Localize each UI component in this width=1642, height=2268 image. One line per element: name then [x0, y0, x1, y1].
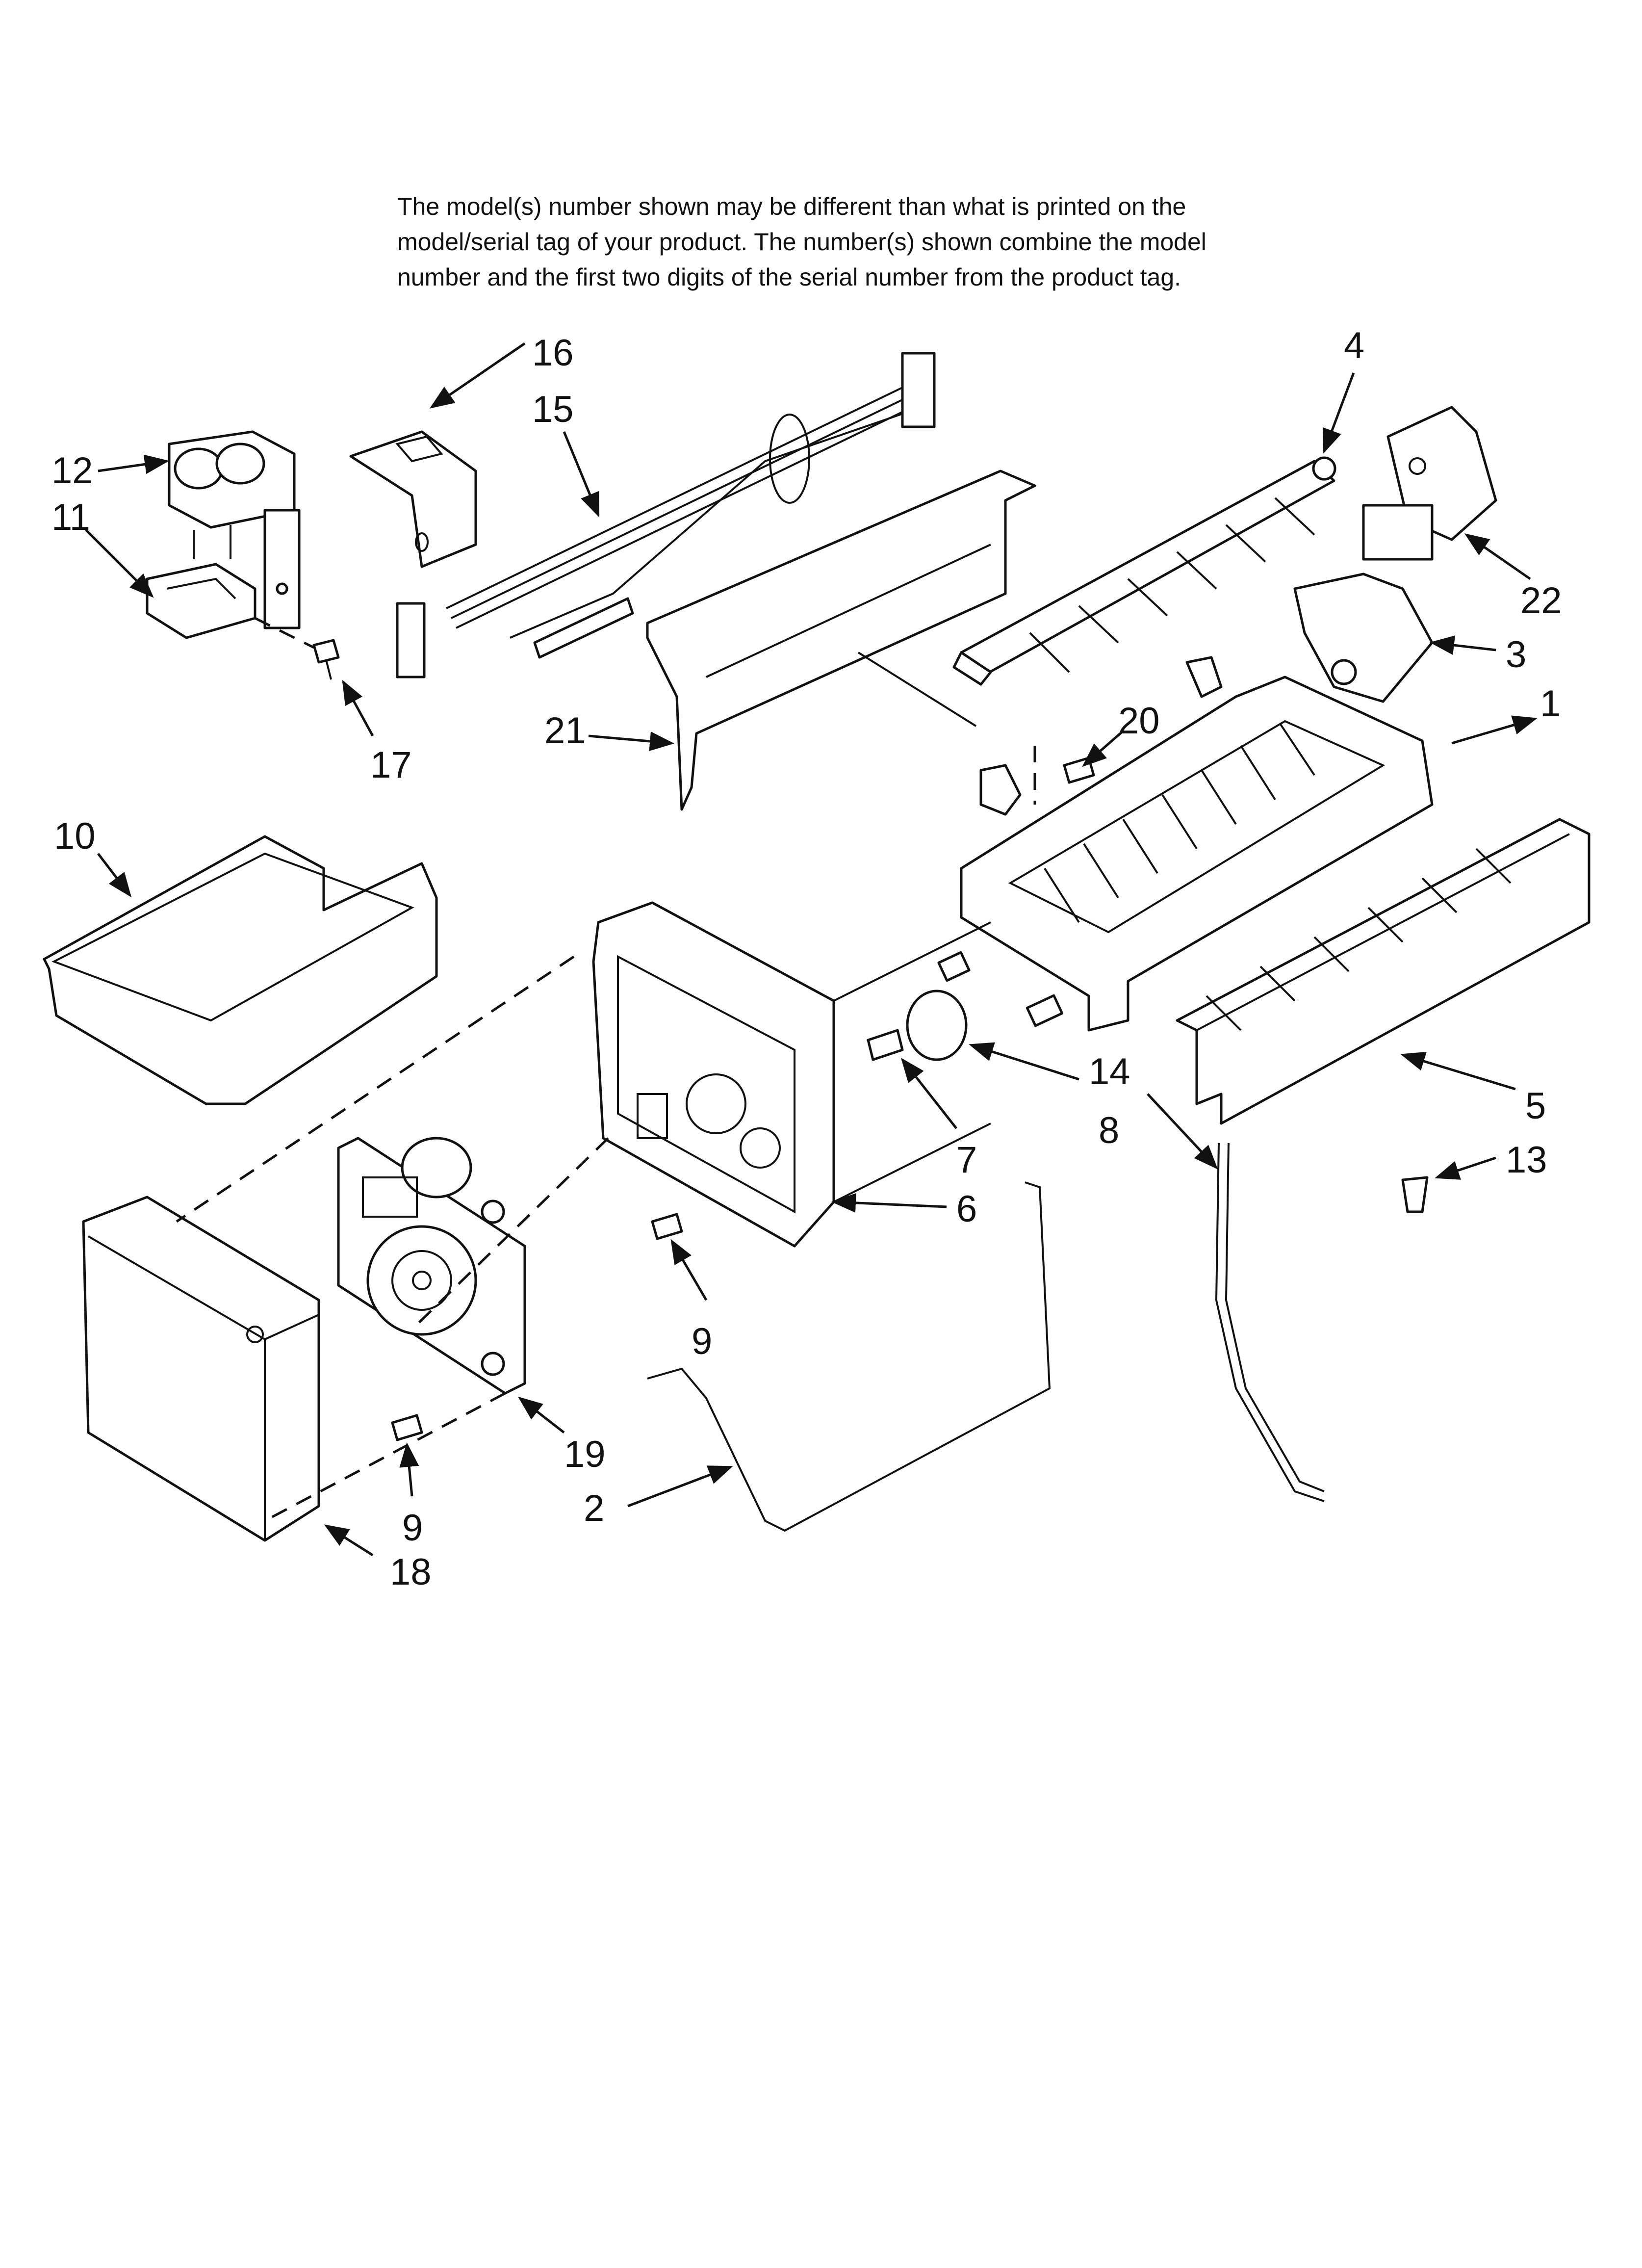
alignment-line-cover: [264, 1392, 506, 1522]
callout-8: 8: [1099, 1110, 1119, 1151]
notice-line-3: number and the first two digits of the s…: [397, 263, 1181, 291]
part-motor-plate: [337, 1137, 526, 1395]
callout-12: 12: [51, 450, 93, 492]
leader-1: [1451, 715, 1538, 745]
leader-19: [518, 1396, 565, 1434]
leader-21: [588, 731, 674, 751]
notice-line-2: model/serial tag of your product. The nu…: [397, 228, 1206, 256]
leader-8: [969, 1042, 1079, 1081]
part-cover-shield: [646, 469, 1036, 811]
part-screw-17: [254, 617, 340, 680]
alignment-line-bin: [176, 955, 575, 1223]
part-valve-bracket: [146, 563, 257, 639]
leader-9-upper: [670, 1239, 708, 1301]
part-wire-cover: [349, 430, 477, 568]
part-ice-bin: [43, 835, 438, 1105]
callout-17: 17: [370, 744, 412, 786]
part-module-housing: [592, 901, 991, 1248]
leader-3: [1430, 635, 1496, 655]
leader-5: [1400, 1051, 1516, 1091]
callout-6: 6: [956, 1188, 977, 1230]
part-shutoff-arm: [647, 1181, 1051, 1532]
part-plug: [1401, 1176, 1429, 1213]
callout-1: 1: [1540, 683, 1561, 725]
notice-line-1: The model(s) number shown may be differe…: [397, 193, 1186, 220]
part-thermostat-clip: [867, 1029, 904, 1061]
callout-11: 11: [51, 496, 90, 538]
callout-22: 22: [1520, 580, 1562, 622]
model-number-notice: The model(s) number shown may be differe…: [397, 189, 1378, 295]
callout-21: 21: [544, 710, 586, 752]
part-screw-9-upper: [651, 1213, 683, 1240]
leader-4: [1323, 372, 1355, 454]
part-thermostat: [906, 951, 1064, 1061]
callout-14: 14: [1089, 1051, 1130, 1093]
leader-13: [1435, 1156, 1496, 1180]
leader-12: [98, 454, 169, 474]
callout-9-lower: 9: [402, 1507, 423, 1549]
callout-5: 5: [1525, 1085, 1546, 1127]
callout-19: 19: [564, 1434, 606, 1475]
callout-13: 13: [1506, 1139, 1547, 1181]
leader-22: [1464, 533, 1531, 580]
leader-18: [324, 1524, 374, 1557]
leader-17: [342, 679, 374, 737]
alignment-line-motor: [416, 1137, 609, 1326]
leader-15: [563, 431, 600, 518]
part-fill-tube: [1215, 1143, 1325, 1502]
callout-20: 20: [1118, 700, 1160, 742]
callout-18: 18: [390, 1551, 432, 1593]
leader-2: [627, 1465, 733, 1508]
leader-7: [900, 1058, 957, 1129]
leader-20: [1082, 730, 1124, 767]
part-fill-cup: [1362, 406, 1497, 561]
leader-6: [831, 1193, 947, 1213]
part-front-cover: [82, 1196, 320, 1542]
part-wire-harness: [396, 352, 936, 678]
leader-10: [97, 853, 132, 897]
callout-2: 2: [584, 1487, 604, 1529]
part-water-valve: [168, 430, 301, 629]
leader-14: [1147, 1093, 1218, 1170]
part-screw-9-lower: [391, 1414, 423, 1441]
leader-16: [429, 342, 526, 409]
callout-9-upper: 9: [692, 1321, 712, 1362]
leader-9-lower: [399, 1442, 419, 1497]
part-ice-mold: [960, 656, 1434, 1032]
callout-3: 3: [1506, 634, 1526, 676]
callout-4: 4: [1344, 325, 1364, 366]
callout-15: 15: [532, 389, 574, 430]
part-fill-trough: [1293, 573, 1434, 703]
callout-10: 10: [54, 815, 96, 857]
callout-7: 7: [956, 1139, 977, 1181]
leader-11: [85, 529, 154, 598]
part-stripper: [1176, 818, 1591, 1125]
callout-16: 16: [532, 332, 574, 374]
part-ejector: [952, 456, 1336, 686]
